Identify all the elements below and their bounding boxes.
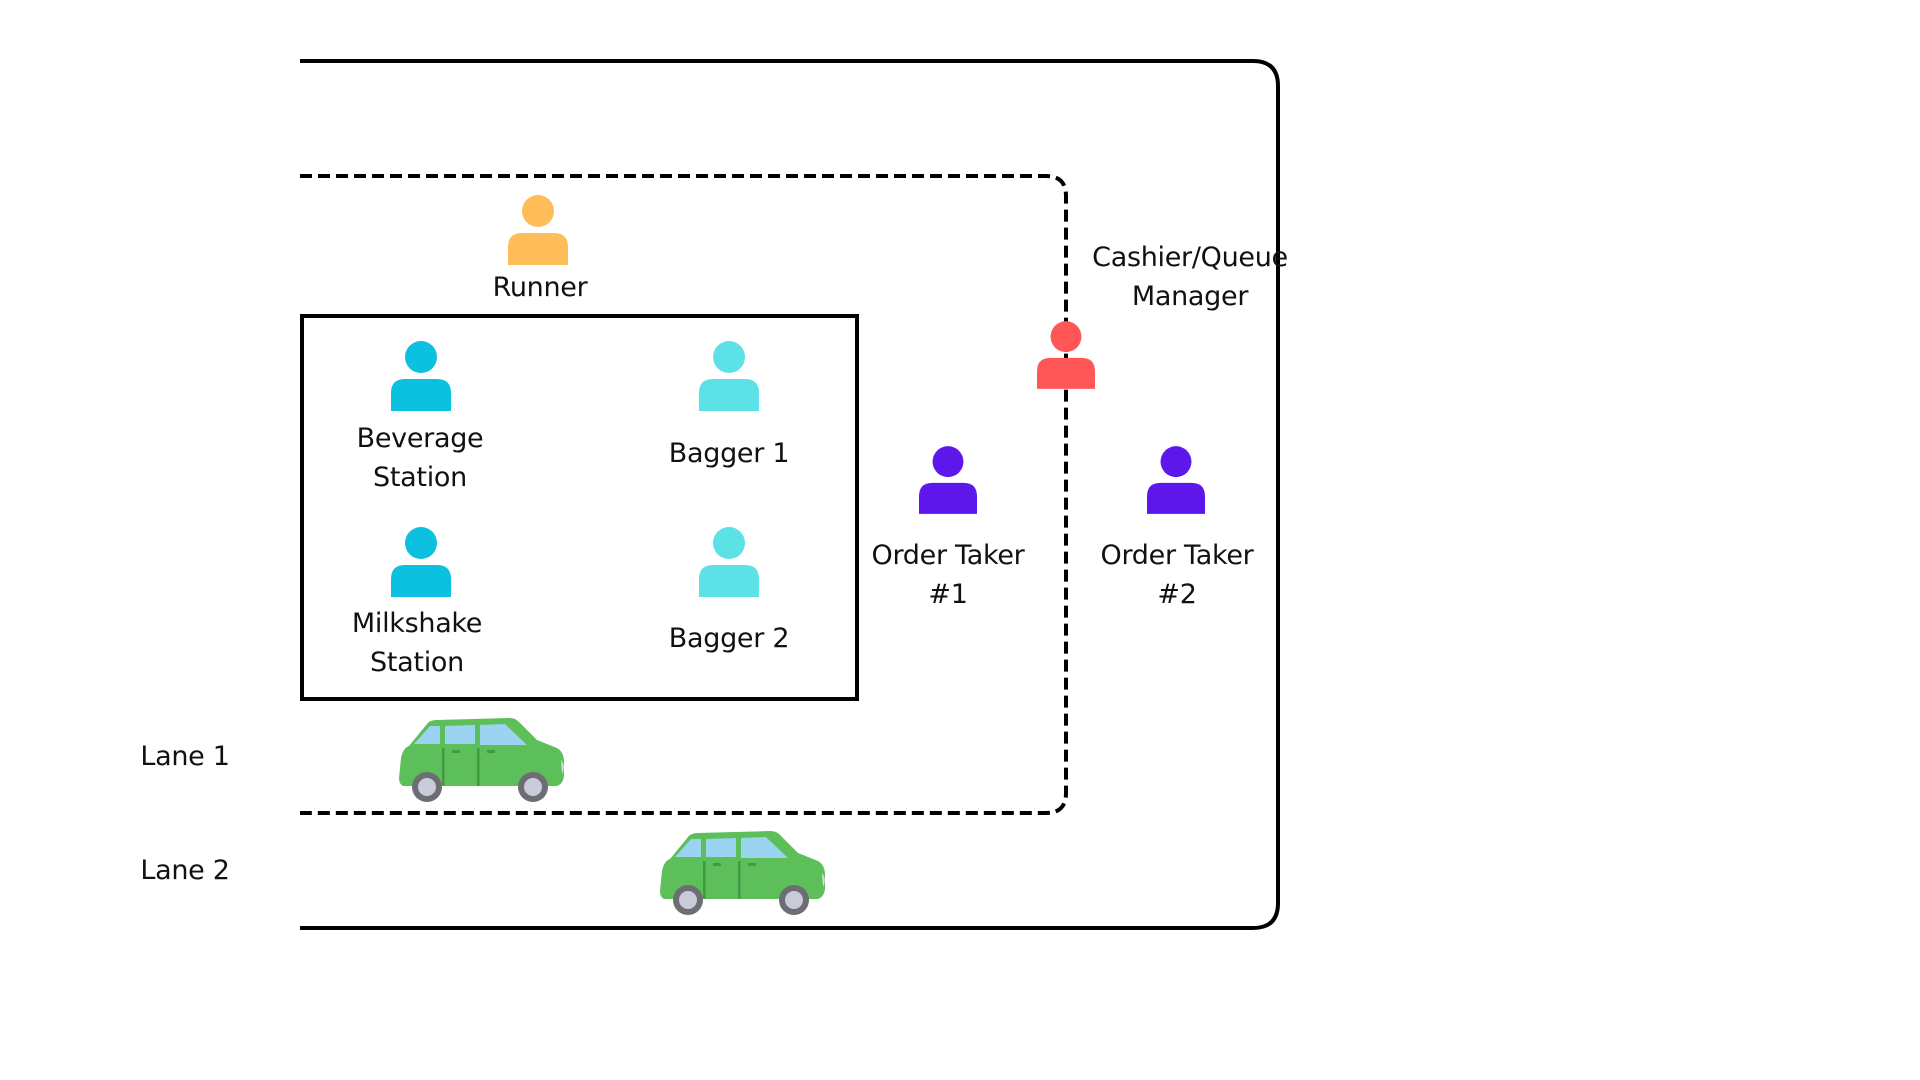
lane-2-label: Lane 2 [140, 855, 230, 886]
cashier-person-icon [1037, 321, 1095, 389]
cashier-queue-manager-label: Cashier/Queue Manager [1070, 238, 1310, 316]
car-body [399, 718, 564, 786]
car-body [660, 831, 825, 899]
bagger-2-label: Bagger 2 [668, 623, 790, 654]
milkshake-station-label: Milkshake Station [317, 604, 517, 682]
cashier-label-line2: Manager [1131, 281, 1249, 312]
milkshake-station-person-icon [391, 527, 451, 597]
runner-label: Runner [492, 272, 588, 303]
runner-person-icon [508, 195, 568, 265]
order-taker-1-label-line1: Order Taker [871, 540, 1025, 571]
bagger-2-person-icon [699, 527, 759, 597]
bagger-1-label: Bagger 1 [668, 438, 790, 469]
beverage-station-label: Beverage Station [320, 419, 520, 497]
order-taker-1-label-line2: #1 [928, 579, 968, 610]
car-lane-1-icon [399, 718, 564, 802]
kitchen-station-box [300, 314, 859, 701]
beverage-station-person-icon [391, 341, 451, 411]
order-taker-2-label-line2: #2 [1157, 579, 1197, 610]
beverage-station-label-line2: Station [373, 462, 467, 493]
beverage-station-label-line1: Beverage [356, 423, 484, 454]
order-taker-2-label: Order Taker #2 [1077, 536, 1277, 614]
order-taker-2-label-line1: Order Taker [1100, 540, 1254, 571]
lane-1-label: Lane 1 [140, 741, 230, 772]
bagger-1-person-icon [699, 341, 759, 411]
milkshake-station-label-line2: Station [370, 647, 464, 678]
car-lane-2-icon [660, 831, 825, 915]
cashier-label-line1: Cashier/Queue [1092, 242, 1288, 273]
milkshake-station-label-line1: Milkshake [351, 608, 483, 639]
outer-lane-boundary [300, 59, 1280, 930]
order-taker-1-person-icon [919, 446, 977, 514]
order-taker-2-person-icon [1147, 446, 1205, 514]
order-taker-1-label: Order Taker #1 [848, 536, 1048, 614]
